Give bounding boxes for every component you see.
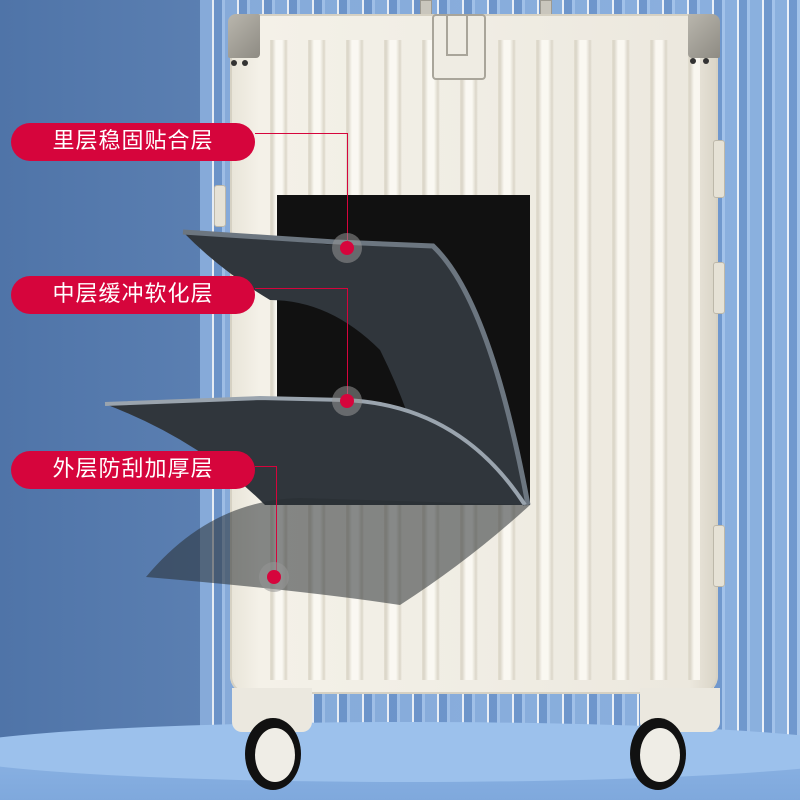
callout-marker-middle — [332, 386, 362, 416]
screw-icon — [703, 58, 709, 64]
callout-label-outer-layer: 外层防刮加厚层 — [11, 451, 255, 489]
callout-marker-inner — [332, 233, 362, 263]
leader-line-inner — [255, 133, 347, 134]
leader-line-middle-vertical — [347, 288, 348, 400]
screw-icon — [231, 60, 237, 66]
side-latch — [713, 525, 725, 587]
screw-icon — [242, 60, 248, 66]
callout-label-middle-layer: 中层缓冲软化层 — [11, 276, 255, 314]
top-carry-handle-grip — [446, 14, 468, 56]
top-carry-handle — [432, 14, 486, 80]
leader-line-outer — [255, 466, 276, 467]
leader-line-outer-vertical — [276, 466, 277, 578]
callout-marker-outer — [259, 562, 289, 592]
spinner-wheel-left — [245, 718, 301, 790]
side-handle-clip — [214, 185, 226, 227]
side-latch — [713, 262, 725, 314]
spinner-wheel-right — [630, 718, 686, 790]
side-lock — [713, 140, 725, 198]
leader-line-middle — [255, 288, 347, 289]
leader-line-inner-vertical — [347, 133, 348, 248]
corner-guard-top-right — [688, 14, 720, 58]
callout-label-inner-layer: 里层稳固贴合层 — [11, 123, 255, 161]
corner-guard-top-left — [228, 14, 260, 58]
screw-icon — [690, 58, 696, 64]
